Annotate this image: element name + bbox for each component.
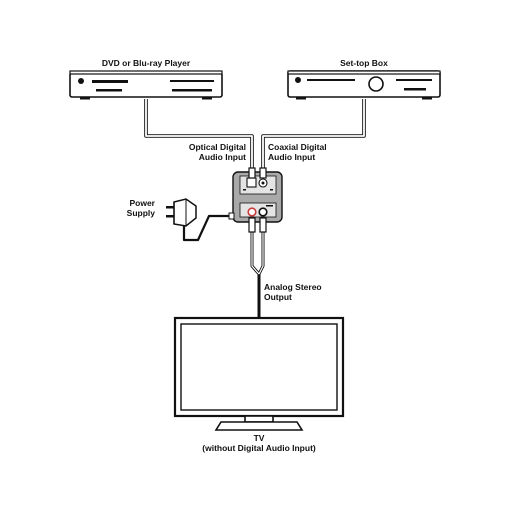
- analog-output-label-line1: Analog Stereo: [264, 282, 322, 292]
- coaxial-cable-core: [262, 99, 365, 172]
- dvd-player-label: DVD or Blu-ray Player: [102, 58, 191, 68]
- analog-stereo-cable: [250, 232, 265, 320]
- tv-stand-neck: [244, 415, 274, 423]
- optical-port-icon: [246, 177, 257, 188]
- dvd-bluray-player: [69, 70, 223, 100]
- coaxial-input-label-line2: Audio Input: [268, 152, 315, 162]
- tv-label-line1: TV: [254, 433, 265, 443]
- power-cable: [182, 214, 232, 242]
- power-adapter-icon: [166, 198, 197, 227]
- set-top-box: [287, 70, 441, 100]
- rca-red-port-icon: [247, 207, 257, 217]
- power-supply-label-line1: Power: [129, 198, 155, 208]
- coaxial-input-label-line1: Coaxial Digital: [268, 142, 327, 152]
- optical-input-label-line1: Optical Digital: [189, 142, 246, 152]
- power-button-icon: [295, 77, 301, 83]
- disc-tray-icon: [92, 80, 128, 83]
- tv-label-line2: (without Digital Audio Input): [202, 443, 316, 453]
- dc-input-port-icon: [228, 212, 235, 220]
- input-port-panel: [239, 175, 277, 195]
- set-top-box-label: Set-top Box: [340, 58, 388, 68]
- tv-screen: [180, 323, 338, 411]
- television: [173, 316, 345, 431]
- power-button-icon: [78, 78, 84, 84]
- tv-stand-base: [214, 421, 304, 431]
- rca-white-port-icon: [258, 207, 268, 217]
- optical-input-label-line2: Audio Input: [199, 152, 246, 162]
- optical-cable-core: [145, 99, 253, 172]
- power-supply-label-line2: Supply: [127, 208, 156, 218]
- analog-output-label-line2: Output: [264, 292, 292, 302]
- dial-icon: [368, 76, 384, 92]
- analog-stereo-cable-core: [251, 232, 264, 275]
- audio-converter: [228, 167, 283, 233]
